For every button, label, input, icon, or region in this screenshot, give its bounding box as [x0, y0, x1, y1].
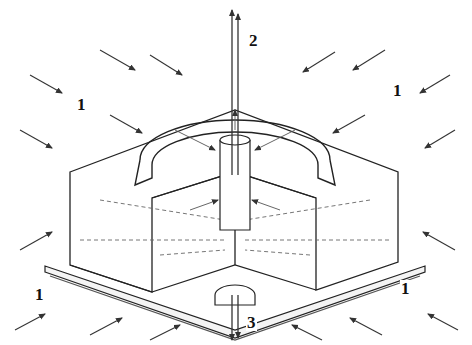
callout-number: 1: [76, 96, 87, 113]
callout-number: 1: [400, 280, 411, 297]
callout-number: 1: [34, 286, 45, 303]
callout-number: 2: [248, 32, 259, 49]
callout-number: 3: [246, 314, 257, 331]
callout-number: 1: [392, 82, 403, 99]
